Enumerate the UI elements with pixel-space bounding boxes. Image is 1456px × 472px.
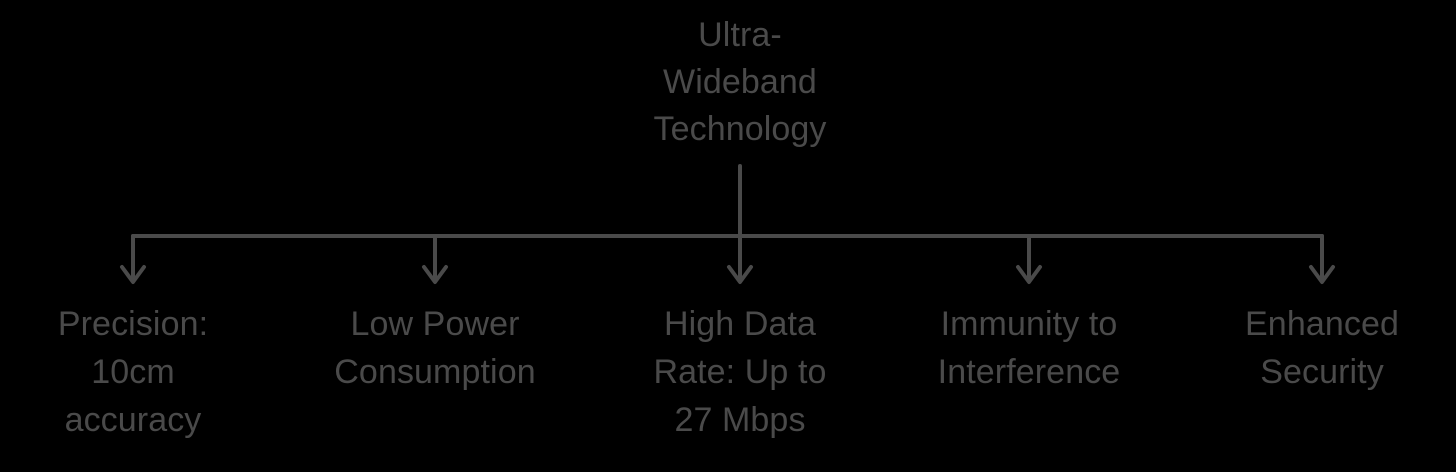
branch-node-immunity: Immunity to Interference: [937, 305, 1121, 391]
root-node-label: Ultra- Wideband Technology: [653, 16, 827, 148]
branch-node-enhanced-security: Enhanced Security: [1245, 305, 1399, 391]
branch-node-low-power: Low Power Consumption: [334, 305, 536, 391]
branch-node-high-data-rate: High Data Rate: Up to 27 Mbps: [653, 305, 827, 439]
arrowhead-4: [1309, 265, 1335, 284]
arrowhead-1: [422, 265, 448, 284]
branch-node-precision: Precision: 10cm accuracy: [57, 305, 209, 439]
arrowhead-3: [1016, 265, 1042, 284]
arrowhead-2: [727, 265, 753, 284]
arrowhead-0: [120, 265, 146, 284]
